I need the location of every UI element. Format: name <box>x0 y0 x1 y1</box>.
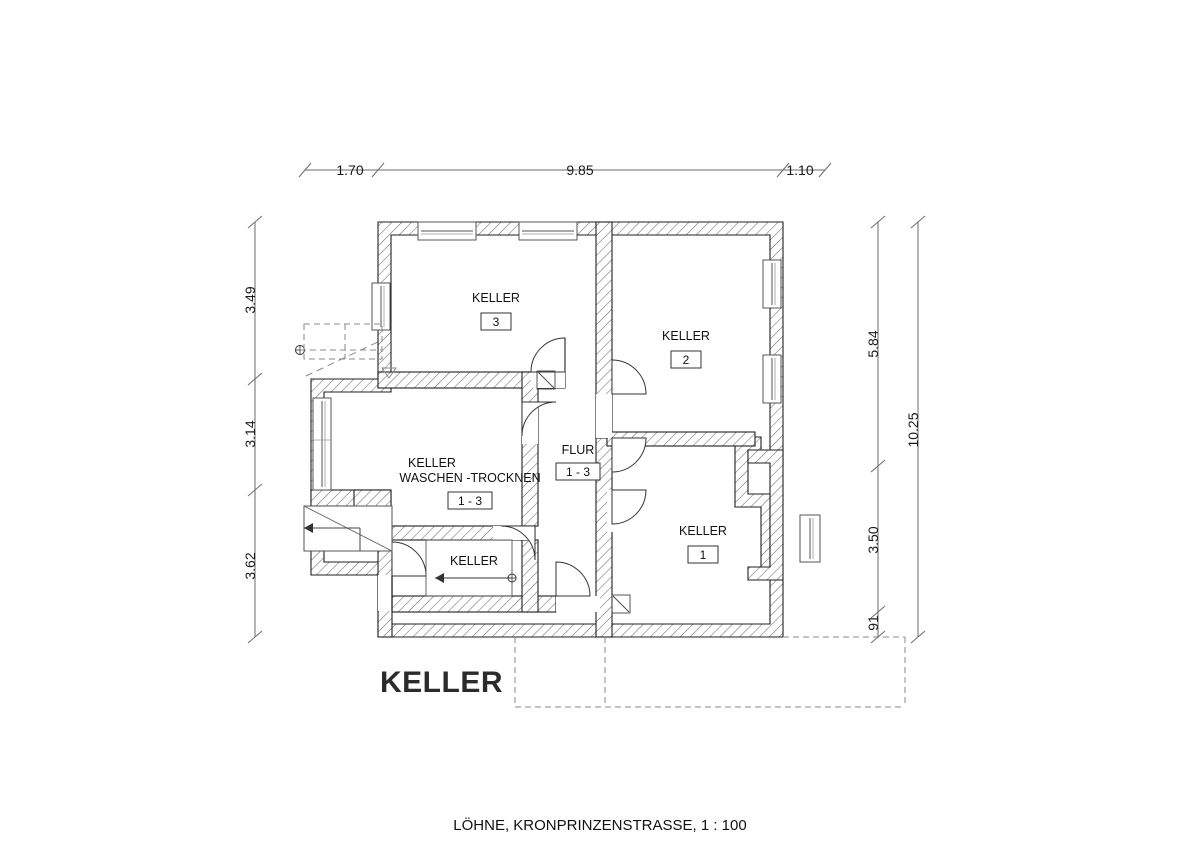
room-flur-name: FLUR <box>562 443 595 457</box>
window-right-keller2-lower <box>762 354 782 404</box>
dashed-projections <box>300 323 906 708</box>
room-waschen-subname: WASCHEN -TROCKNEN <box>399 471 540 485</box>
sheet-texts: KELLER LÖHNE, KRONPRINZENSTRASSE, 1 : 10… <box>380 666 747 834</box>
door-corridor-bottom <box>555 561 591 597</box>
dim-right-3: 91 <box>865 615 881 631</box>
dim-left-3: 3.62 <box>242 552 258 579</box>
room-flur-number: 1 - 3 <box>566 465 590 479</box>
dim-left-2: 3.14 <box>242 420 258 447</box>
page-title: KELLER <box>380 666 503 699</box>
dim-right-outer-chain <box>910 215 926 644</box>
door-small-keller <box>500 525 536 561</box>
room-labels: KELLER 3 KELLER 2 KELLER 1 KELLER WASCHE… <box>399 291 727 568</box>
door-jamb-marks <box>536 370 631 614</box>
wall-structure <box>310 221 784 638</box>
room-keller-3-numbox <box>480 312 512 331</box>
room-keller-3: KELLER 3 <box>472 291 520 331</box>
door-waschen <box>521 401 557 437</box>
window-top-2 <box>518 221 578 241</box>
room-flur-numbox <box>555 462 601 481</box>
door-keller1 <box>611 489 647 525</box>
dim-top-chain <box>298 162 832 178</box>
windows <box>312 221 821 563</box>
dim-right-total: 10.25 <box>905 412 921 447</box>
dim-right-inner-chain <box>870 215 886 644</box>
interior-wall-v5 <box>521 539 539 613</box>
dim-top-3: 1.10 <box>786 162 813 178</box>
interior-wall-v3 <box>595 437 613 638</box>
room-keller-1-name: KELLER <box>679 524 727 538</box>
room-keller-1-number: 1 <box>700 548 707 562</box>
room-keller-2-name: KELLER <box>662 329 710 343</box>
room-keller-1-numbox <box>687 545 719 564</box>
interior-direction-arrow <box>425 539 517 597</box>
room-keller-small-name: KELLER <box>450 554 498 568</box>
room-keller-2: KELLER 2 <box>662 329 710 369</box>
window-left-waschen <box>312 397 332 491</box>
dim-right-1: 5.84 <box>865 330 881 357</box>
interior-wall-v1 <box>521 371 539 527</box>
dim-top-2: 9.85 <box>566 162 593 178</box>
dimension-labels: 1.70 9.85 1.10 3.49 3.14 3.62 5.84 3.50 … <box>242 162 921 631</box>
dim-top-1: 1.70 <box>336 162 363 178</box>
door-keller2-lower <box>611 437 647 473</box>
door-keller2 <box>611 359 647 395</box>
room-keller-3-name: KELLER <box>472 291 520 305</box>
right-bay-projection <box>747 449 784 581</box>
room-keller-waschen: KELLER WASCHEN -TROCKNEN 1 - 3 <box>399 456 541 510</box>
window-top-1 <box>417 221 477 241</box>
stair-symbols <box>295 345 517 597</box>
door-keller3 <box>530 337 566 373</box>
stair-left-exterior <box>303 505 393 552</box>
room-flur: FLUR 1 - 3 <box>555 443 601 481</box>
room-waschen-name: KELLER <box>408 456 456 470</box>
interior-wall-v2 <box>595 221 613 439</box>
room-keller-1: KELLER 1 <box>679 524 727 564</box>
doors <box>391 337 647 614</box>
dimension-lines <box>247 162 926 644</box>
room-keller-3-number: 3 <box>493 315 500 329</box>
dim-left-chain <box>247 215 263 644</box>
window-left-keller3 <box>371 282 391 331</box>
room-keller-small: KELLER <box>450 554 498 568</box>
interior-wall-h1 <box>377 371 566 389</box>
room-keller-2-numbox <box>670 350 702 369</box>
window-right-keller2-upper <box>762 259 782 309</box>
room-waschen-number: 1 - 3 <box>458 494 482 508</box>
dim-right-2: 3.50 <box>865 526 881 553</box>
sheet-caption: LÖHNE, KRONPRINZENSTRASSE, 1 : 100 <box>453 816 746 834</box>
room-waschen-numbox <box>447 491 493 510</box>
window-right-keller1 <box>799 514 821 563</box>
room-keller-2-number: 2 <box>683 353 690 367</box>
dim-left-1: 3.49 <box>242 286 258 313</box>
